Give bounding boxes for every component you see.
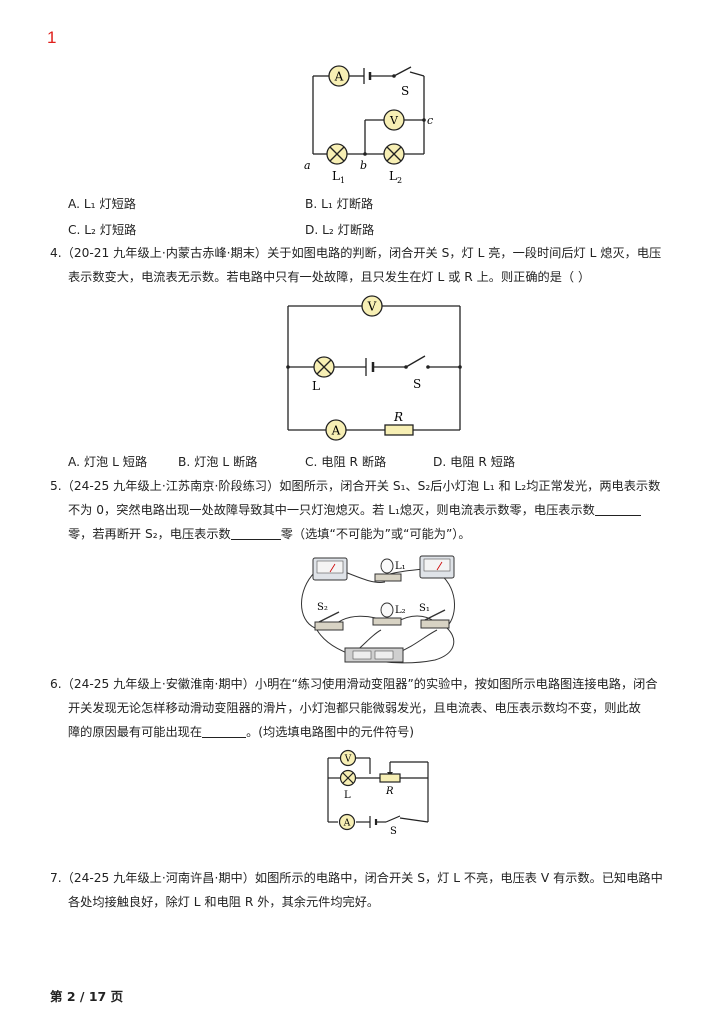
q6-blank[interactable] <box>202 723 247 738</box>
q4-option-c[interactable]: C. 电阻 R 断路 <box>305 455 387 469</box>
q7-stem-line2: 各处均接触良好，除灯 L 和电阻 R 外，其余元件均完好。 <box>68 895 380 909</box>
q5-stem-line2-row: 不为 0，突然电路出现一处故障导致其中一只灯泡熄灭。若 L₁熄灭，则电流表示数零… <box>68 498 641 522</box>
q4-lamp-label: L <box>312 379 320 393</box>
page-footer: 第 2 / 17 页 <box>50 989 124 1004</box>
q6-stem-line1: 6.（24-25 九年级上·安徽淮南·期中）小明在“练习使用滑动变阻器”的实验中… <box>50 677 658 691</box>
q6-voltmeter-label: V <box>344 755 352 765</box>
q4-ammeter-label: A <box>331 424 341 438</box>
q5-figure-S2: S₂ <box>317 602 328 613</box>
q4-stem-line2: 表示数变大，电流表无示数。若电路中只有一处故障，且只发生在灯 L 或 R 上。则… <box>68 270 591 284</box>
q5-figure-L1: L₁ <box>395 561 406 572</box>
q5-stem-line2: 不为 0，突然电路出现一处故障导致其中一只灯泡熄灭。若 L₁熄灭，则电流表示数零… <box>68 503 595 517</box>
q6-switch-label: S <box>390 826 397 837</box>
q3-lamp2-sub: 2 <box>397 176 402 185</box>
q4-stem-line1: 4.（20-21 九年级上·内蒙古赤峰·期末）关于如图电路的判断，闭合开关 S，… <box>50 246 662 260</box>
q3-label-a: a <box>304 159 311 172</box>
q4-resistor-label: R <box>393 410 403 424</box>
q3-voltmeter-label: V <box>389 114 399 127</box>
q6-ammeter-label: A <box>343 819 351 829</box>
q4-option-d[interactable]: D. 电阻 R 短路 <box>433 455 516 469</box>
q6-stem-line3b: 。(均选填电路图中的元件符号) <box>246 725 415 739</box>
q3-switch-label: S <box>401 84 409 98</box>
q5-figure-S1: S₁ <box>419 603 430 614</box>
q3-option-c[interactable]: C. L₂ 灯短路 <box>68 223 137 237</box>
q3-lamp1-sub: 1 <box>340 176 345 185</box>
q4-voltmeter-label: V <box>367 300 377 314</box>
q3-label-c: c <box>427 114 433 127</box>
q3-label-b: b <box>360 159 367 172</box>
q5-figure-L2: L₂ <box>395 605 406 616</box>
q5-physical-circuit-figure: L₁ L₂ S₂ S₁ <box>301 555 455 664</box>
q6-stem-line2: 开关发现无论怎样移动滑动变阻器的滑片，小灯泡都只能微弱发光，且电流表、电压表示数… <box>68 701 641 715</box>
q5-blank-1[interactable] <box>594 501 641 516</box>
q5-stem-line3b: 零（选填“不可能为”或“可能为”）。 <box>280 527 471 541</box>
q4-switch-label: S <box>413 377 421 391</box>
q3-option-d[interactable]: D. L₂ 灯断路 <box>305 223 375 237</box>
q4-option-b[interactable]: B. 灯泡 L 断路 <box>178 455 258 469</box>
q3-option-a[interactable]: A. L₁ 灯短路 <box>68 197 136 211</box>
q5-blank-2[interactable] <box>230 525 281 540</box>
q5-stem-line1: 5.（24-25 九年级上·江苏南京·阶段练习）如图所示，闭合开关 S₁、S₂后… <box>50 479 661 493</box>
page-marker: 1 <box>47 28 57 47</box>
q7-stem-line1: 7.（24-25 九年级上·河南许昌·期中）如图所示的电路中，闭合开关 S，灯 … <box>50 871 663 885</box>
q5-stem-line3a: 零，若再断开 S₂，电压表示数 <box>68 527 231 541</box>
q3-circuit-diagram: A V S c a b L 1 L 2 <box>304 65 433 185</box>
q6-stem-line3a: 障的原因最有可能出现在 <box>68 725 203 739</box>
q3-lamp2-label: L <box>389 169 397 183</box>
q3-ammeter-label: A <box>334 70 344 84</box>
q3-option-b[interactable]: B. L₁ 灯断路 <box>305 197 374 211</box>
q5-stem-line3-row: 零，若再断开 S₂，电压表示数 零（选填“不可能为”或“可能为”）。 <box>68 522 471 546</box>
q6-circuit-diagram: V L R A S <box>327 749 429 837</box>
q6-resistor-label: R <box>385 786 394 797</box>
q3-lamp1-label: L <box>332 169 340 183</box>
q6-stem-line3-row: 障的原因最有可能出现在 。(均选填电路图中的元件符号) <box>68 720 414 744</box>
q4-option-a[interactable]: A. 灯泡 L 短路 <box>68 455 148 469</box>
q6-lamp-label: L <box>344 790 351 801</box>
q4-circuit-diagram: V L S A R <box>286 295 462 441</box>
